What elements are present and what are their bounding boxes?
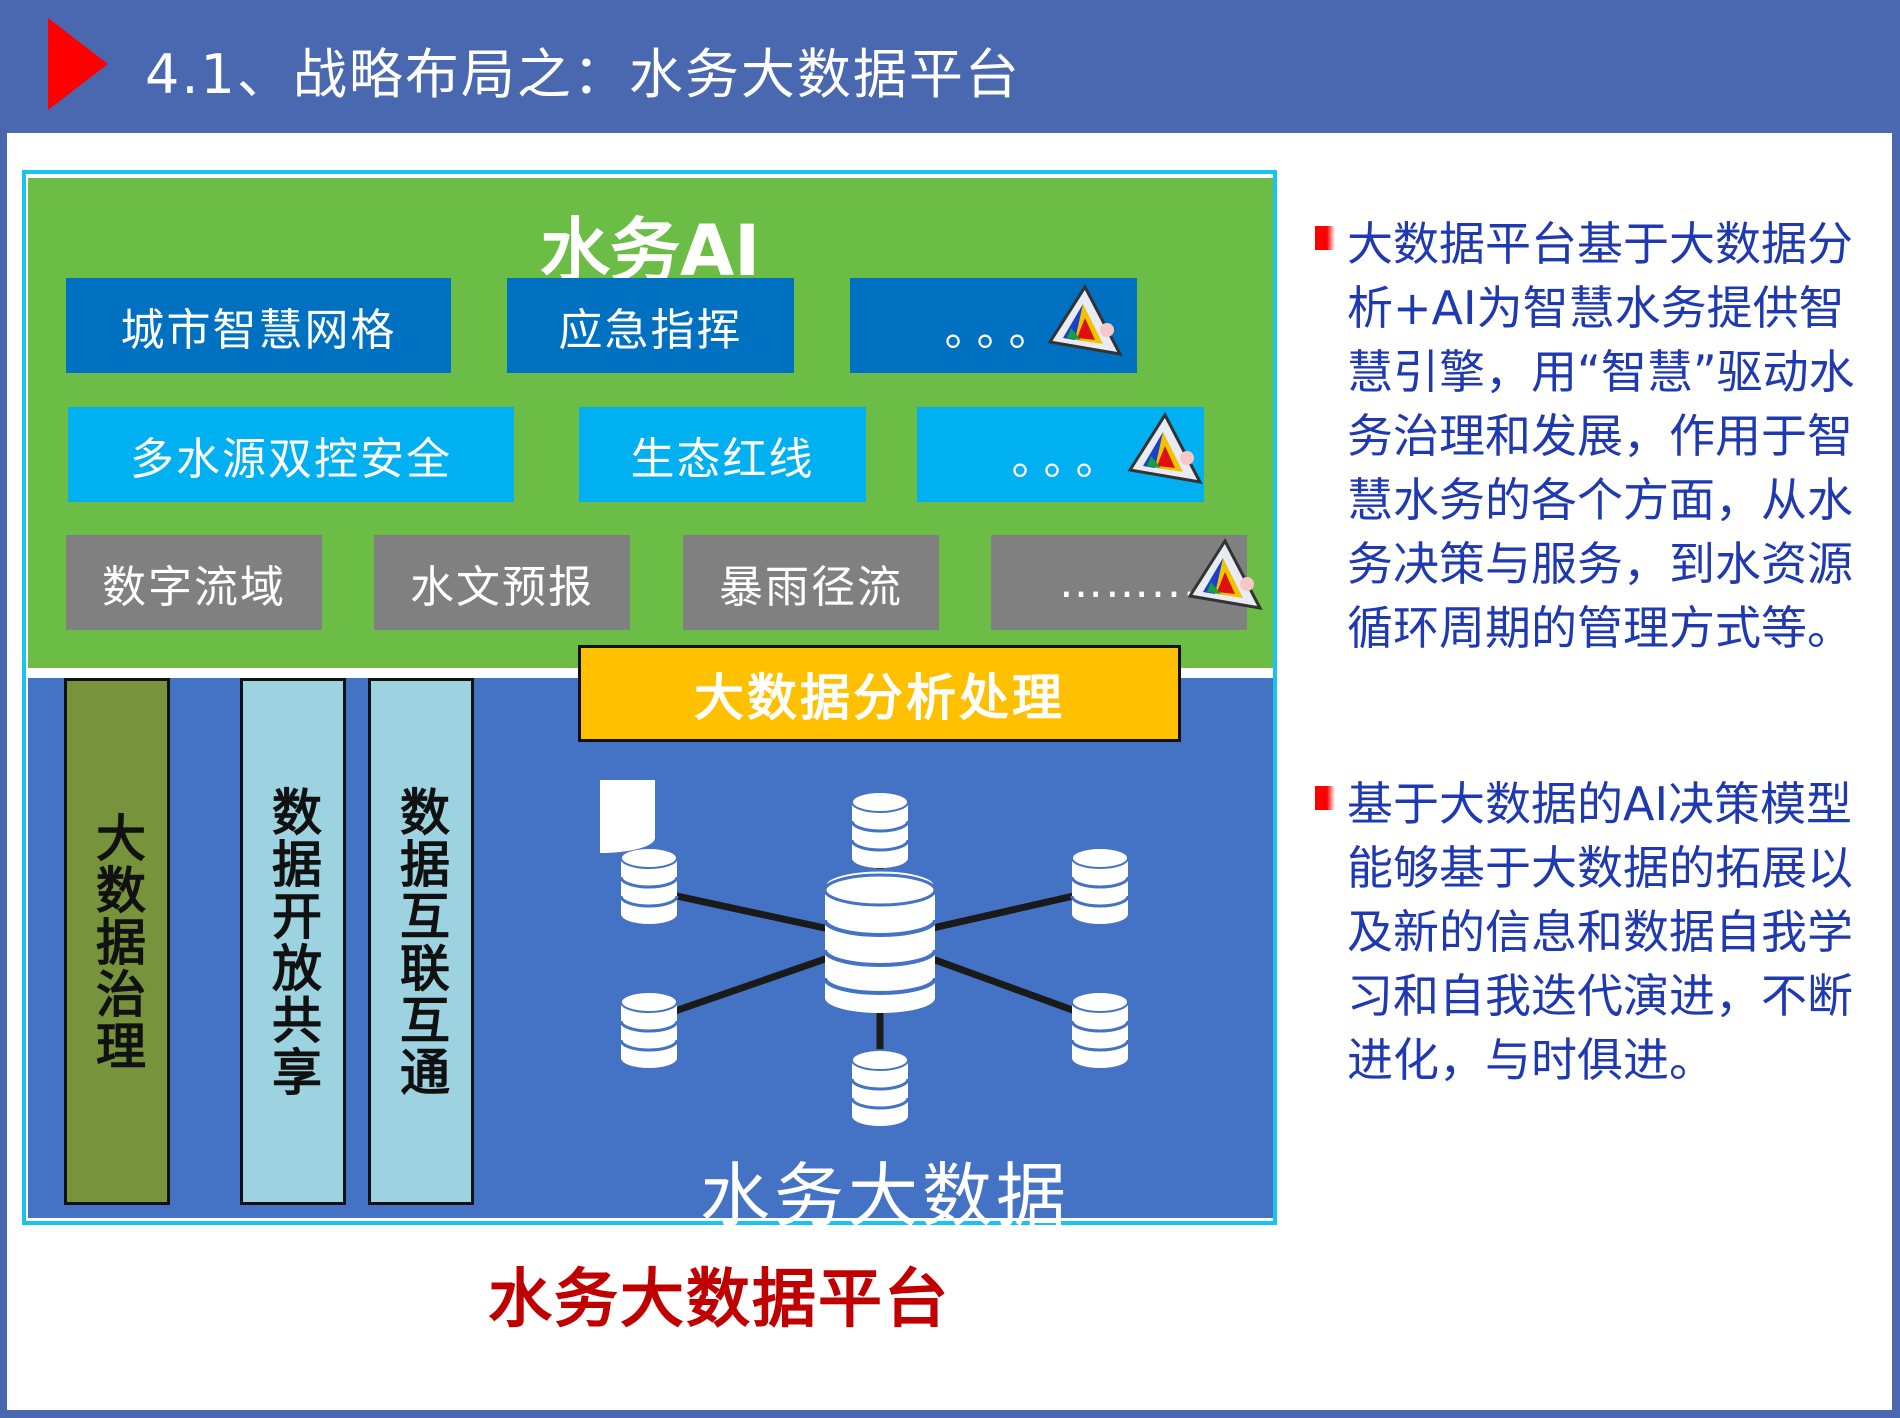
header-bar: 4.1、战略布局之：水务大数据平台 bbox=[0, 0, 1900, 130]
bullet-point-1: 大数据平台基于大数据分析+AI为智慧水务提供智慧引擎，用“智慧”驱动水务治理和发… bbox=[1315, 212, 1885, 660]
database-icon bbox=[1070, 846, 1130, 926]
ai-module-digital-basin: 数字流域 bbox=[66, 535, 322, 630]
database-icon bbox=[619, 990, 679, 1070]
ai-module-multi-source: 多水源双控安全 bbox=[68, 407, 514, 502]
ai-module-emergency: 应急指挥 bbox=[507, 278, 794, 373]
database-network bbox=[600, 780, 1130, 1128]
bar-data-interconnect: 数据互联互通 bbox=[368, 678, 474, 1205]
database-icon bbox=[619, 846, 679, 926]
ai-module-eco-redline: 生态红线 bbox=[579, 407, 866, 502]
ai-module-hydro-forecast: 水文预报 bbox=[374, 535, 630, 630]
bullet-marker-icon bbox=[1315, 226, 1335, 250]
ai-module-storm-runoff: 暴雨径流 bbox=[683, 535, 939, 630]
pyramid-icon bbox=[1127, 412, 1203, 484]
database-icon bbox=[850, 790, 910, 870]
pyramid-icon bbox=[1187, 538, 1263, 610]
database-icon bbox=[1070, 990, 1130, 1070]
platform-caption: 水务大数据平台 bbox=[488, 1263, 950, 1337]
bigdata-layer-title: 水务大数据 bbox=[700, 1155, 1070, 1237]
bullet-marker-icon bbox=[1315, 786, 1335, 810]
bar-data-open-sharing: 数据开放共享 bbox=[240, 678, 346, 1205]
bigdata-analysis-box: 大数据分析处理 bbox=[578, 645, 1181, 742]
ai-module-city-grid: 城市智慧网格 bbox=[66, 278, 451, 373]
pyramid-icon bbox=[1047, 284, 1123, 356]
central-database-icon bbox=[823, 873, 937, 1013]
bar-bigdata-governance: 大数据治理 bbox=[64, 678, 170, 1205]
play-arrow-icon bbox=[48, 18, 108, 110]
page-title: 4.1、战略布局之：水务大数据平台 bbox=[145, 43, 1021, 106]
water-bigdata-layer bbox=[28, 678, 1273, 1218]
bullet-point-2: 基于大数据的AI决策模型能够基于大数据的拓展以及新的信息和数据自我学习和自我迭代… bbox=[1315, 772, 1885, 1092]
database-icon bbox=[850, 1048, 910, 1128]
